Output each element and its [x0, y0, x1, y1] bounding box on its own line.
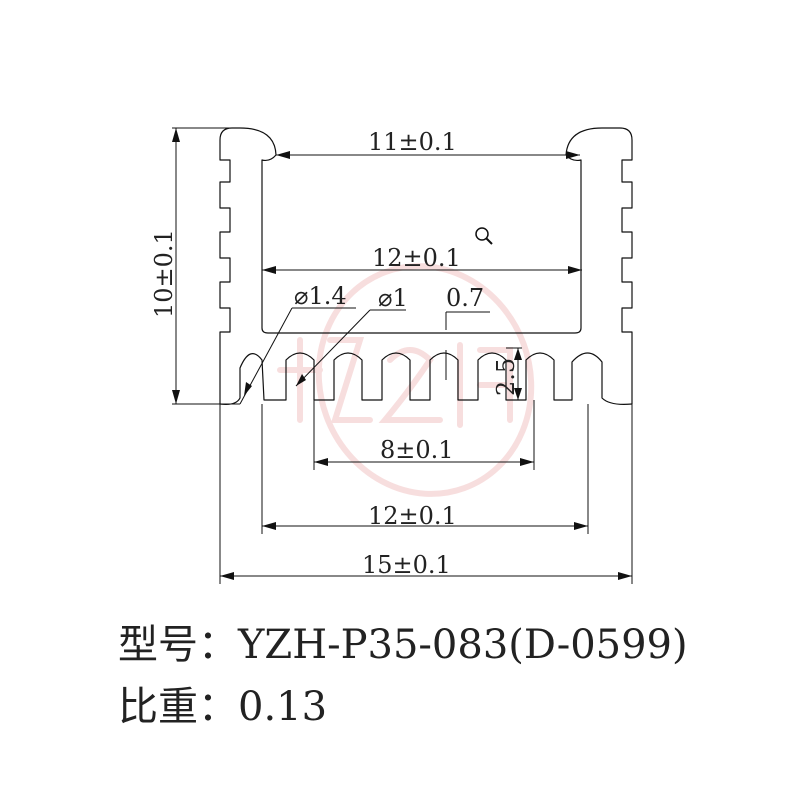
dim-slot-span: 8±0.1 [380, 436, 454, 464]
dim-diameter-small: ⌀1 [378, 284, 408, 312]
magnifier-icon[interactable] [475, 227, 493, 245]
right-wall-outline [602, 127, 633, 404]
left-wall-outline [219, 127, 240, 404]
dim-fin-depth: 2.5 [492, 358, 520, 396]
watermark-logo [277, 263, 535, 497]
dim-fin-thickness: 0.7 [446, 284, 484, 312]
fin-row-outline [219, 352, 633, 405]
dim-inner-width: 11±0.1 [368, 128, 457, 156]
dim-diameter-large: ⌀1.4 [294, 282, 347, 310]
dim-height: 10±0.1 [150, 229, 178, 318]
dim-outer-width: 15±0.1 [362, 551, 451, 579]
dim-upper-width: 12±0.1 [372, 244, 461, 272]
dim-lower-width: 12±0.1 [368, 502, 457, 530]
specific-gravity-caption: 比重：0.13 [118, 684, 328, 730]
model-caption: 型号：YZH-P35-083(D-0599) [118, 622, 688, 668]
dimension-lines [172, 127, 633, 584]
